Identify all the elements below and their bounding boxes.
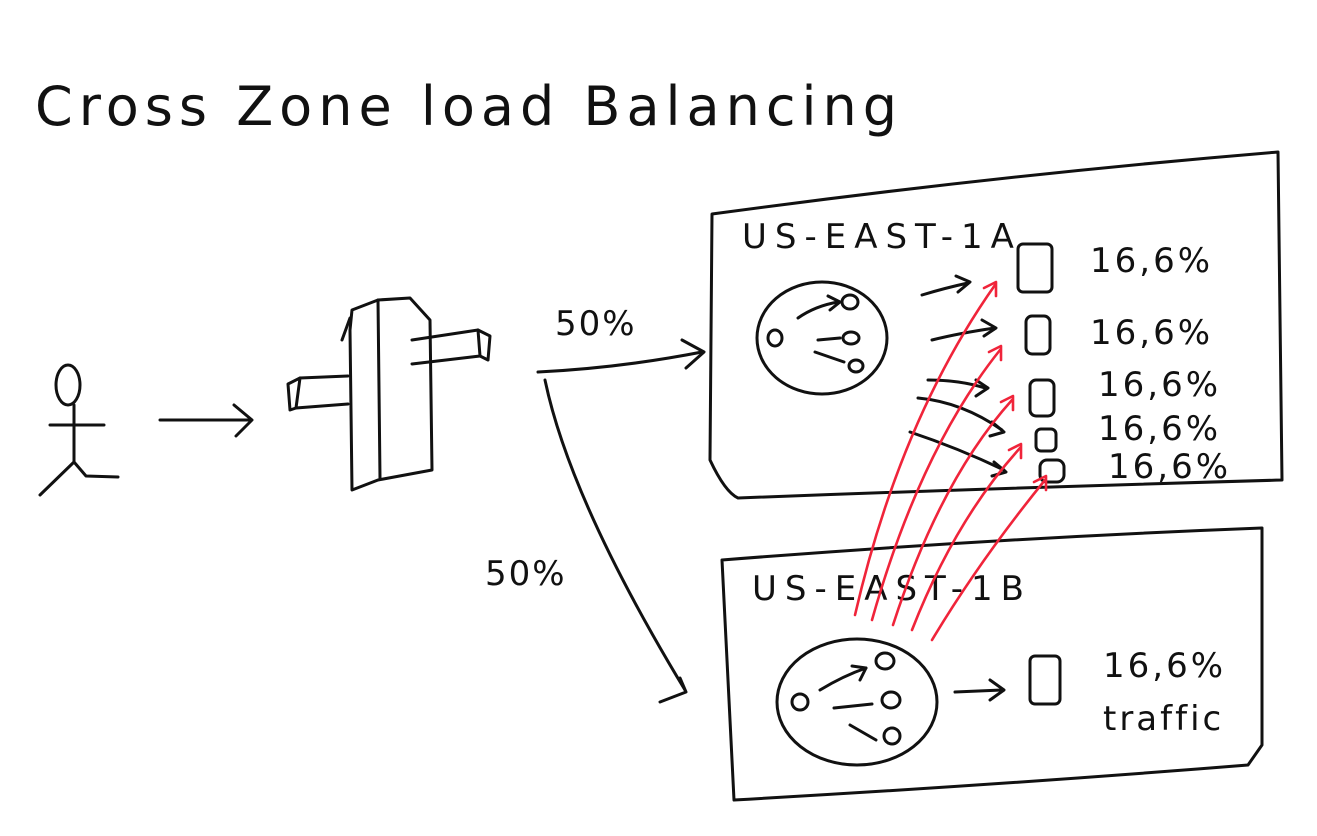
zone-a-box <box>708 150 1284 500</box>
instance-icon <box>1028 378 1056 418</box>
cross-zone-arrows <box>853 280 1048 642</box>
arrow-lb-to-zone-b <box>543 378 688 704</box>
instance-share: 16,6% <box>1108 447 1231 487</box>
traffic-note: traffic <box>1103 699 1224 739</box>
instance-icon <box>1038 458 1066 484</box>
instance-share: 16,6% <box>1103 646 1226 686</box>
zone-a-local-arrows <box>908 274 1008 478</box>
zone-a-label: US-EAST-1A <box>742 217 1022 257</box>
zone-b-box <box>720 526 1264 802</box>
arrow-user-to-lb <box>158 403 254 438</box>
zone-a-share-labels: 16,6% 16,6% 16,6% 16,6% 16,6% <box>1090 241 1231 487</box>
zone-b-local-arrow <box>953 678 1006 702</box>
instance-share: 16,6% <box>1098 409 1221 449</box>
split-label-zone-a: 50% <box>555 304 637 344</box>
instance-icon <box>1034 427 1058 453</box>
instance-icon <box>1016 242 1054 294</box>
instance-share: 16,6% <box>1090 313 1213 353</box>
instance-icon <box>1028 654 1062 706</box>
instance-share: 16,6% <box>1090 241 1213 281</box>
user-icon <box>38 363 120 497</box>
instance-icon <box>1024 314 1052 356</box>
node-group-icon <box>755 280 889 396</box>
split-label-zone-b: 50% <box>485 554 567 594</box>
diagram-title: Cross Zone load Balancing <box>35 75 903 138</box>
zone-b-label: US-EAST-1B <box>752 569 1032 609</box>
zone-a-instances <box>1016 242 1066 484</box>
instance-share: 16,6% <box>1098 365 1221 405</box>
load-balancer-icon <box>286 296 492 492</box>
node-group-icon <box>775 637 939 767</box>
arrow-lb-to-zone-a <box>536 338 706 374</box>
